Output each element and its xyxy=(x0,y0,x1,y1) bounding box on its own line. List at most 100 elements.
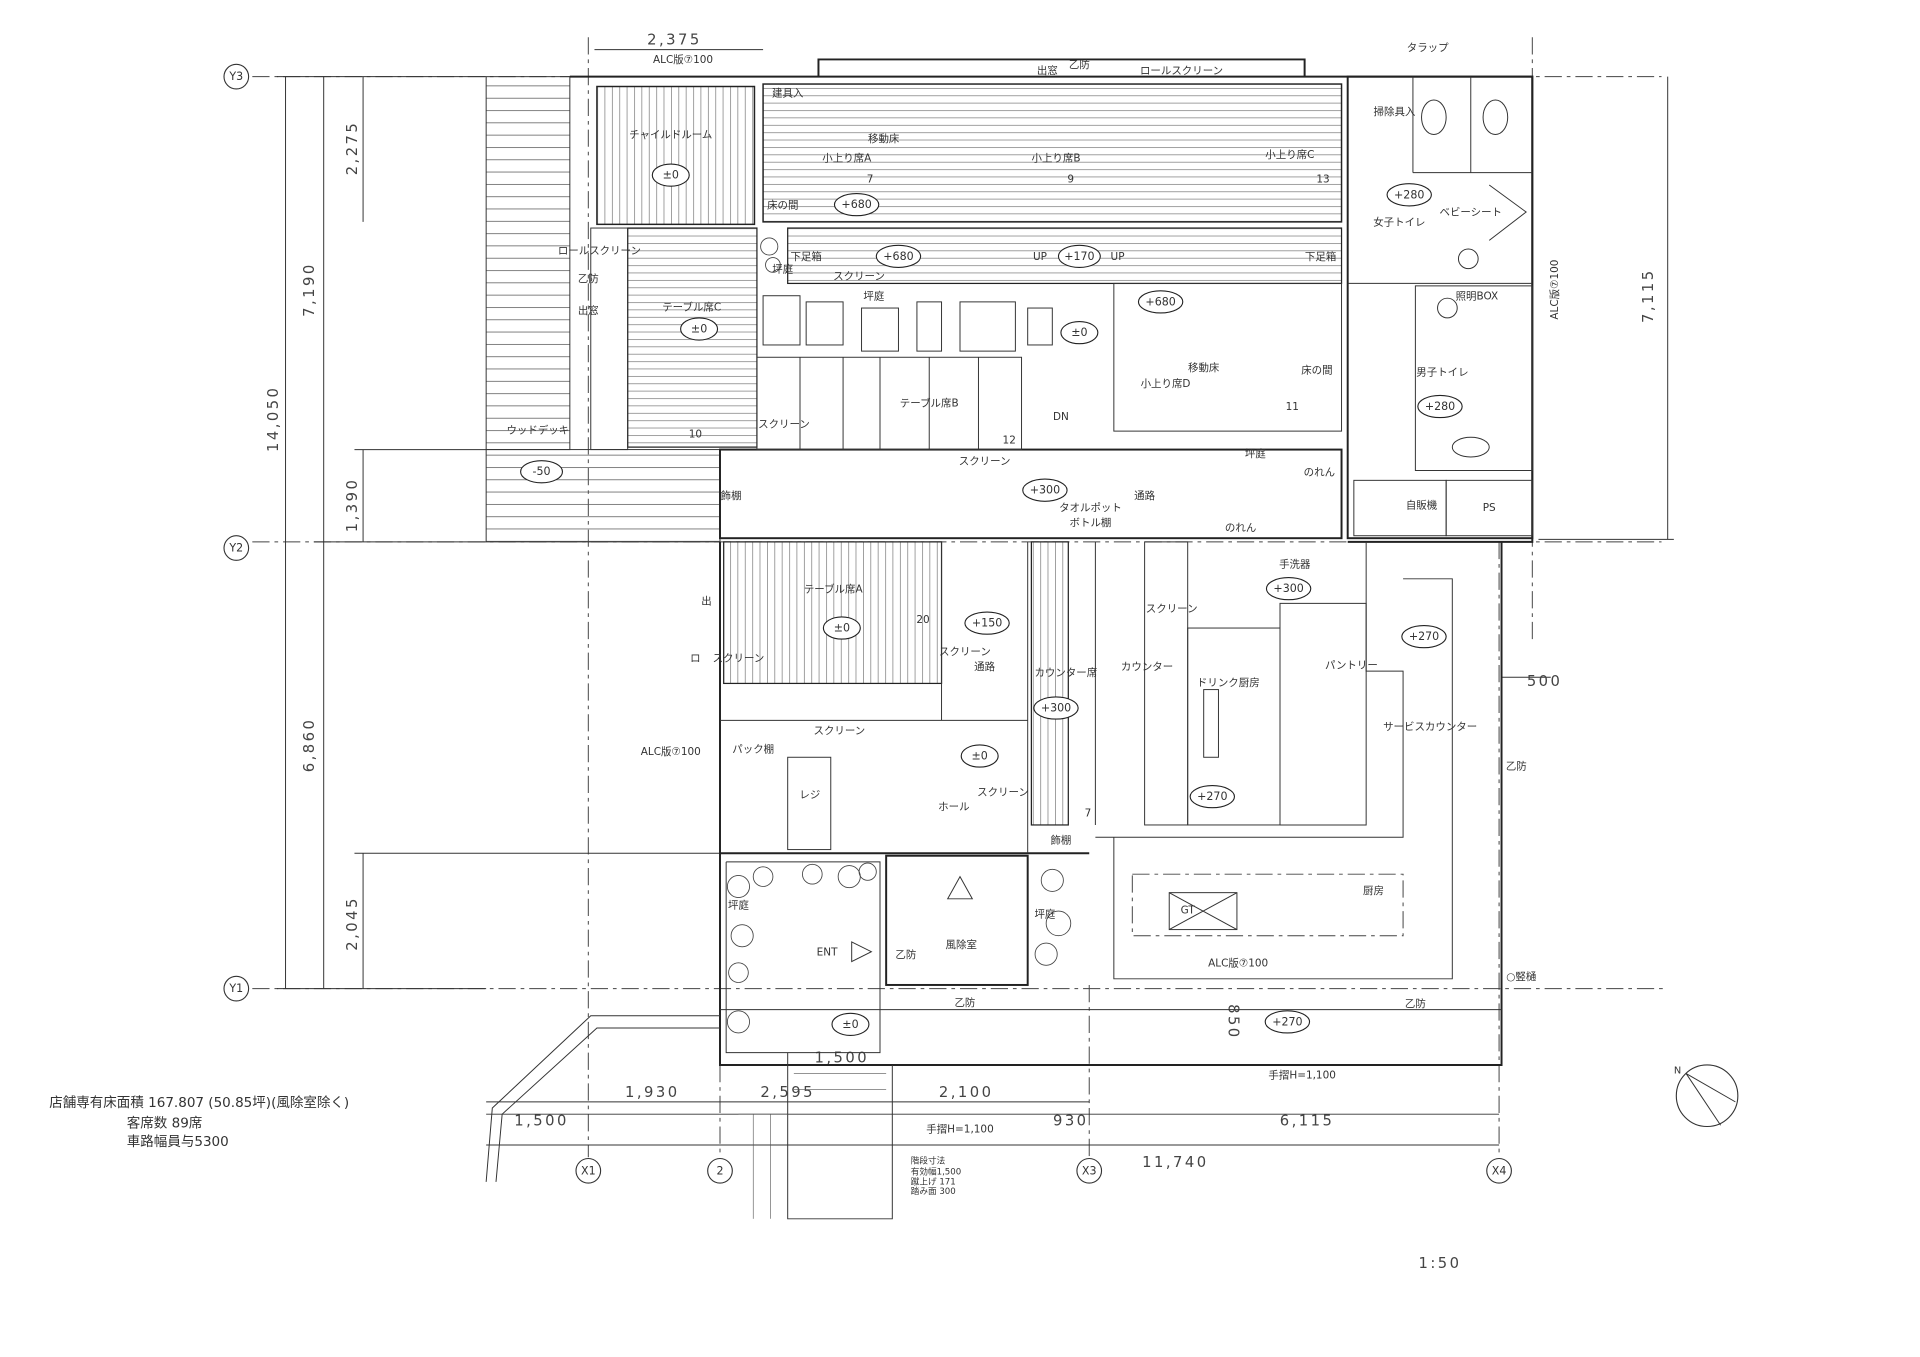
label-passage: 通路 xyxy=(1134,489,1155,502)
label-pack-shelf: パック棚 xyxy=(732,742,774,755)
grid-bubble-x1: X1 xyxy=(575,1157,602,1184)
dim-1930: 1,930 xyxy=(625,1084,680,1101)
svg-text:+680: +680 xyxy=(841,198,871,211)
level-tag-deck: -50 xyxy=(520,460,564,484)
label-up-1: UP xyxy=(1033,251,1047,263)
label-shoe-box-right: 下足箱 xyxy=(1305,250,1336,263)
room-hall: ホール xyxy=(938,801,969,813)
label-screen-table-b: スクリーン xyxy=(758,418,810,430)
label-ro: ロ xyxy=(690,652,700,664)
label-roll-screen-top: ロールスクリーン xyxy=(1140,65,1223,77)
label-screen-aisle: スクリーン xyxy=(939,646,991,658)
label-screen-hall: スクリーン xyxy=(977,786,1029,798)
grid-bubble-y3: Y3 xyxy=(223,63,250,90)
label-alc-bottom: ALC版⑦100 xyxy=(1208,956,1268,969)
room-table-c: テーブル席C xyxy=(662,301,721,314)
level-tag-mens-toilet: +280 xyxy=(1417,394,1463,419)
label-movable-floor-d: 移動床 xyxy=(1188,361,1220,374)
dim-2275: 2,275 xyxy=(344,121,361,176)
svg-text:+300: +300 xyxy=(1273,582,1303,595)
floor-area-note: 店舗専有床面積 167.807 (50.85坪)(風除室除く) xyxy=(49,1094,349,1111)
room-counter: カウンター xyxy=(1121,661,1173,673)
svg-text:+680: +680 xyxy=(883,250,913,263)
room-service-counter: サービスカウンター xyxy=(1383,721,1477,733)
label-alc-top: ALC版⑦100 xyxy=(653,53,713,66)
room-koagari-a: 小上り席A xyxy=(822,152,872,165)
label-passage-aisle: 通路 xyxy=(974,660,995,673)
level-tag-aisle: +150 xyxy=(964,611,1010,635)
toilet-fixtures xyxy=(1421,99,1527,458)
label-vending: 自販機 xyxy=(1406,499,1438,512)
level-tag-womens-toilet: +280 xyxy=(1386,183,1432,207)
room-mens-toilet: 男子トイレ xyxy=(1416,367,1468,379)
room-table-b: テーブル席B xyxy=(900,397,959,410)
level-tag-hall: ±0 xyxy=(960,744,999,768)
svg-text:Y3: Y3 xyxy=(228,70,243,83)
dim-500: 500 xyxy=(1527,673,1563,690)
label-ps: PS xyxy=(1483,502,1496,514)
room-entrance: ENT xyxy=(817,946,838,958)
north-label: N xyxy=(1674,1066,1681,1077)
entry-triangle-icon xyxy=(946,875,974,900)
room-child-room: チャイルドルーム xyxy=(629,129,712,141)
label-screen-hall-top: スクリーン xyxy=(814,725,866,737)
child-room-floor xyxy=(596,85,756,226)
label-light-box: 照明BOX xyxy=(1456,290,1499,302)
walls xyxy=(485,58,1534,1220)
svg-text:Y1: Y1 xyxy=(228,982,243,995)
room-wood-deck: ウッドデッキ xyxy=(506,424,569,437)
label-bay-window: 出窓 xyxy=(1037,64,1058,77)
level-tag-service: +270 xyxy=(1264,1010,1311,1034)
dim-1500-step: 1,500 xyxy=(815,1050,870,1067)
dim-right-vertical: 7,115 xyxy=(1640,268,1657,323)
svg-text:X3: X3 xyxy=(1082,1164,1097,1177)
seat-count-b: 9 xyxy=(1067,174,1074,186)
dim-top-width: 2,375 xyxy=(647,32,702,49)
svg-text:±0: ±0 xyxy=(1071,326,1087,339)
grid-bubble-y2: Y2 xyxy=(223,535,250,561)
dim-2045: 2,045 xyxy=(344,896,361,951)
label-display-shelf-2: 飾棚 xyxy=(1050,833,1071,846)
dim-850: 850 xyxy=(1224,1004,1241,1040)
svg-text:X1: X1 xyxy=(581,1164,596,1177)
label-bay-window-left: 出窓 xyxy=(578,304,599,317)
dim-2100: 2,100 xyxy=(939,1084,994,1101)
svg-text:±0: ±0 xyxy=(972,750,988,763)
label-courtyard-corridor: 坪庭 xyxy=(1245,447,1266,460)
label-alc-left: ALC版⑦100 xyxy=(641,745,701,758)
grid-bubble-x3: X3 xyxy=(1076,1157,1103,1184)
grid-bubble-x2: 2 xyxy=(707,1157,733,1184)
svg-text:+270: +270 xyxy=(1197,790,1227,803)
level-tag-table-c: ±0 xyxy=(680,317,719,341)
dim-1390: 1,390 xyxy=(344,478,361,533)
dim-lower-vertical: 6,860 xyxy=(301,718,318,773)
label-hand-wash: 手洗器 xyxy=(1279,558,1311,571)
label-fittings: 建具入 xyxy=(772,86,804,99)
label-downspout: ○竪樋 xyxy=(1506,970,1537,983)
svg-text:+270: +270 xyxy=(1409,630,1439,643)
level-tag-table-a: ±0 xyxy=(822,616,861,640)
seat-count-d: 11 xyxy=(1286,401,1299,413)
level-tag-drink: +270 xyxy=(1189,785,1236,809)
label-dn: DN xyxy=(1053,411,1069,423)
seat-count-table-b: 12 xyxy=(1003,434,1016,446)
seat-count-note: 客席数 89席 xyxy=(127,1115,203,1132)
garden-stones xyxy=(762,295,1053,450)
road-width-note: 車路幅員与5300 xyxy=(127,1134,229,1150)
level-tag-counter-seats: +300 xyxy=(1033,696,1079,720)
scale-label: 1:50 xyxy=(1419,1255,1462,1272)
label-display-shelf-1: 飾棚 xyxy=(721,489,742,502)
svg-text:±0: ±0 xyxy=(663,169,679,182)
stair-spec: 階段寸法 有効幅1,500 蹴上げ 171 踏み面 300 xyxy=(911,1154,961,1197)
svg-text:X4: X4 xyxy=(1492,1164,1507,1177)
svg-text:+280: +280 xyxy=(1394,188,1424,201)
room-koagari-b: 小上り席B xyxy=(1032,152,1081,165)
grid-bubble-y1: Y1 xyxy=(223,975,250,1002)
label-screen-corridor: スクリーン xyxy=(959,455,1011,467)
label-alc-right: ALC版⑦100 xyxy=(1548,260,1561,320)
dim-1500-left: 1,500 xyxy=(514,1112,569,1129)
label-handrail-stair: 手摺H=1,100 xyxy=(926,1123,993,1136)
seat-count-counter: 7 xyxy=(1085,807,1092,819)
label-courtyard-entrance-left: 坪庭 xyxy=(728,899,749,912)
entrance-arrow-icon xyxy=(851,941,873,963)
